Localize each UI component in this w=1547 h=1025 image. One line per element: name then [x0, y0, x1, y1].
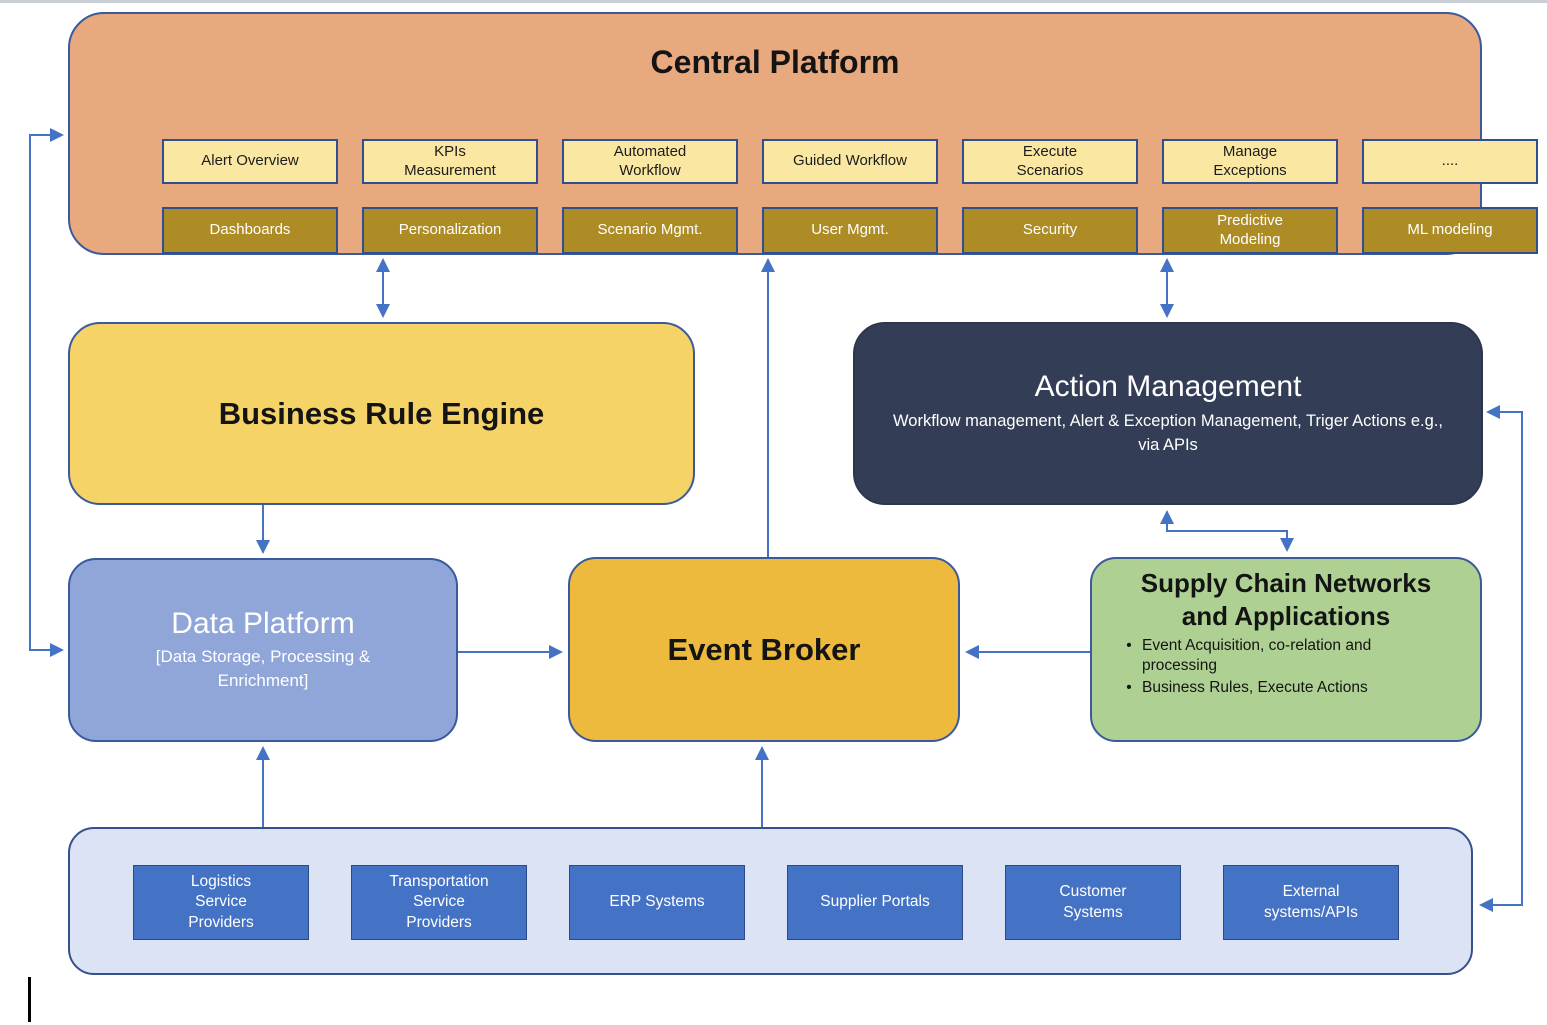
- supply-chain-title: Supply Chain Networks and Applications: [1140, 568, 1432, 631]
- central-platform-capability-row: Dashboards Personalization Scenario Mgmt…: [162, 207, 1538, 254]
- event-broker-title: Event Broker: [667, 631, 861, 667]
- business-rule-engine-box: Business Rule Engine: [68, 322, 695, 505]
- arrow-central-platform-action-management: [1160, 258, 1174, 318]
- feature-box-more: ....: [1362, 139, 1538, 184]
- system-box-logistics-service-providers: Logistics Service Providers: [133, 865, 309, 940]
- capability-box-dashboards: Dashboards: [162, 207, 338, 254]
- supply-chain-bullet-1-text: Event Acquisition, co-relation and proce…: [1142, 637, 1372, 675]
- feature-box-automated-workflow: Automated Workflow: [562, 139, 738, 184]
- arrow-right-loop-action-management-integration-bar: [1479, 405, 1523, 912]
- feature-box-execute-scenarios: Execute Scenarios: [962, 139, 1138, 184]
- arrow-data-platform-event-broker: [458, 645, 563, 659]
- business-rule-engine-title: Business Rule Engine: [218, 395, 545, 431]
- supply-chain-bullet-2: Business Rules, Execute Actions: [1116, 678, 1468, 698]
- central-platform-feature-row: Alert Overview KPIs Measurement Automate…: [162, 139, 1538, 184]
- arrow-left-loop-central-data-platform: [29, 128, 64, 657]
- event-broker-box: Event Broker: [568, 557, 960, 742]
- arrow-integration-bar-event-broker: [755, 746, 769, 827]
- capability-box-scenario-mgmt: Scenario Mgmt.: [562, 207, 738, 254]
- central-platform-title: Central Platform: [650, 44, 900, 80]
- feature-box-kpis-measurement: KPIs Measurement: [362, 139, 538, 184]
- supply-chain-box: Supply Chain Networks and Applications E…: [1090, 557, 1482, 742]
- capability-box-predictive-modeling: Predictive Modeling: [1162, 207, 1338, 254]
- text-cursor: [28, 977, 31, 1022]
- arrow-business-rule-engine-data-platform: [256, 505, 270, 554]
- central-platform-box: Central Platform Alert Overview KPIs Mea…: [68, 12, 1538, 255]
- feature-box-manage-exceptions: Manage Exceptions: [1162, 139, 1338, 184]
- action-management-box: Action Management Workflow management, A…: [853, 322, 1483, 505]
- arrow-supply-chain-event-broker: [965, 645, 1090, 659]
- action-management-title: Action Management: [1034, 369, 1302, 403]
- data-platform-title: Data Platform: [171, 607, 355, 641]
- system-box-transportation-service-providers: Transportation Service Providers: [351, 865, 527, 940]
- capability-box-security: Security: [962, 207, 1138, 254]
- system-box-customer-systems: Customer Systems: [1005, 865, 1181, 940]
- feature-box-guided-workflow: Guided Workflow: [762, 139, 938, 184]
- action-management-subtitle: Workflow management, Alert & Exception M…: [893, 411, 1443, 454]
- window-top-border: [0, 0, 1547, 3]
- data-platform-box: Data Platform [Data Storage, Processing …: [68, 558, 458, 742]
- feature-box-alert-overview: Alert Overview: [162, 139, 338, 184]
- arrow-integration-bar-data-platform: [256, 746, 270, 827]
- arrow-event-broker-central-platform: [761, 258, 775, 557]
- supply-chain-bullet-1: Event Acquisition, co-relation and proce…: [1116, 636, 1468, 676]
- system-box-external-systems-apis: External systems/APIs: [1223, 865, 1399, 940]
- bullet-dot-icon: [1116, 636, 1142, 676]
- capability-box-ml-modeling: ML modeling: [1362, 207, 1538, 254]
- capability-box-personalization: Personalization: [362, 207, 538, 254]
- arrow-action-management-supply-chain: [1160, 510, 1294, 552]
- integration-systems-row: Logistics Service Providers Transportati…: [133, 865, 1399, 940]
- system-box-supplier-portals: Supplier Portals: [787, 865, 963, 940]
- supply-chain-bullet-2-text: Business Rules, Execute Actions: [1142, 679, 1368, 697]
- capability-box-user-mgmt: User Mgmt.: [762, 207, 938, 254]
- system-box-erp-systems: ERP Systems: [569, 865, 745, 940]
- bullet-dot-icon: [1116, 678, 1142, 698]
- data-platform-subtitle: [Data Storage, Processing & Enrichment]: [155, 647, 371, 690]
- arrow-central-platform-business-rule-engine: [376, 258, 390, 318]
